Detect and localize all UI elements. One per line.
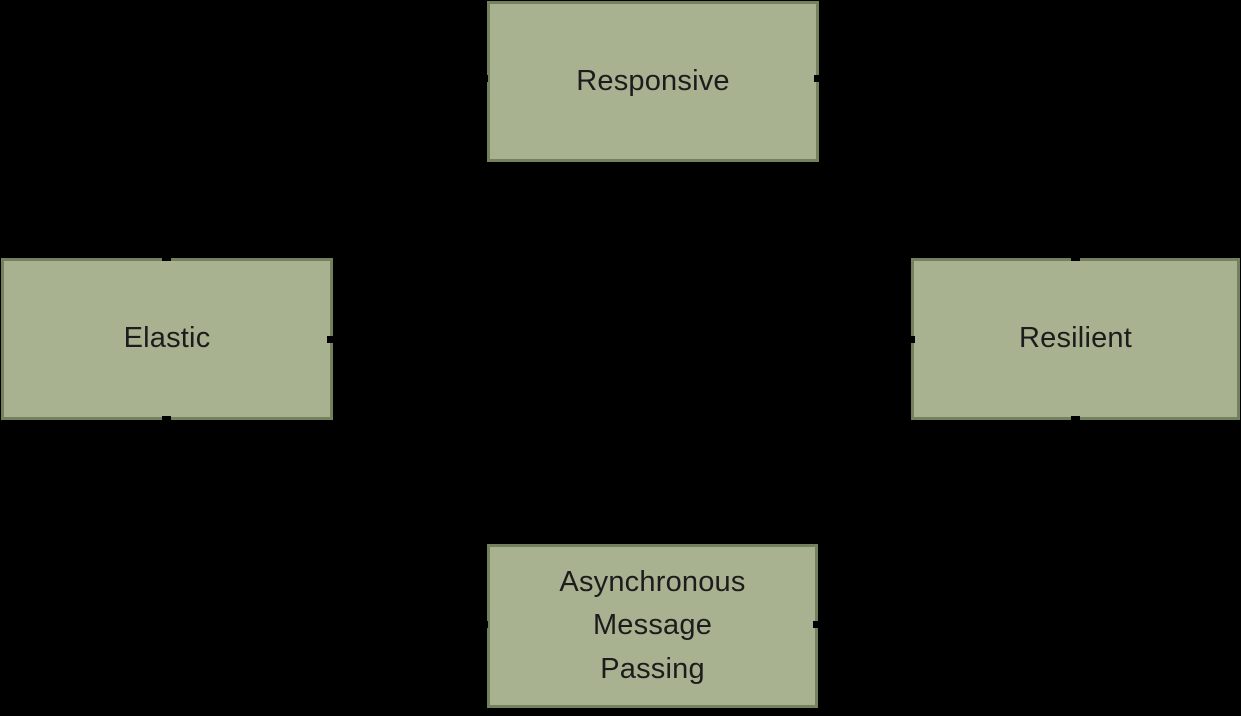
node-async-message-passing: Asynchronous Message Passing <box>487 544 818 708</box>
arrowhead-tip-icon <box>479 75 488 82</box>
arrowhead-tip-icon <box>814 75 823 82</box>
node-elastic-label: Elastic <box>123 322 211 355</box>
arrowhead-tip-icon <box>1071 254 1080 261</box>
node-elastic: Elastic <box>1 258 333 420</box>
arrowhead-tip-icon <box>1071 416 1080 423</box>
arrowhead-tip-icon <box>479 621 488 628</box>
node-async-label-line3: Passing <box>600 652 705 685</box>
node-async-label-line1: Asynchronous <box>559 565 746 598</box>
node-resilient: Resilient <box>911 258 1240 420</box>
node-async-label: Asynchronous Message Passing <box>559 561 745 692</box>
arrowhead-tip-icon <box>906 336 915 343</box>
node-responsive-label: Responsive <box>576 64 730 97</box>
arrowhead-tip-icon <box>327 336 336 343</box>
arrowhead-tip-icon <box>162 254 171 261</box>
node-async-label-line2: Message <box>592 609 713 642</box>
node-resilient-label: Resilient <box>1018 322 1132 355</box>
node-responsive: Responsive <box>487 1 819 162</box>
arrowhead-tip-icon <box>813 621 822 628</box>
arrowhead-tip-icon <box>162 416 171 423</box>
